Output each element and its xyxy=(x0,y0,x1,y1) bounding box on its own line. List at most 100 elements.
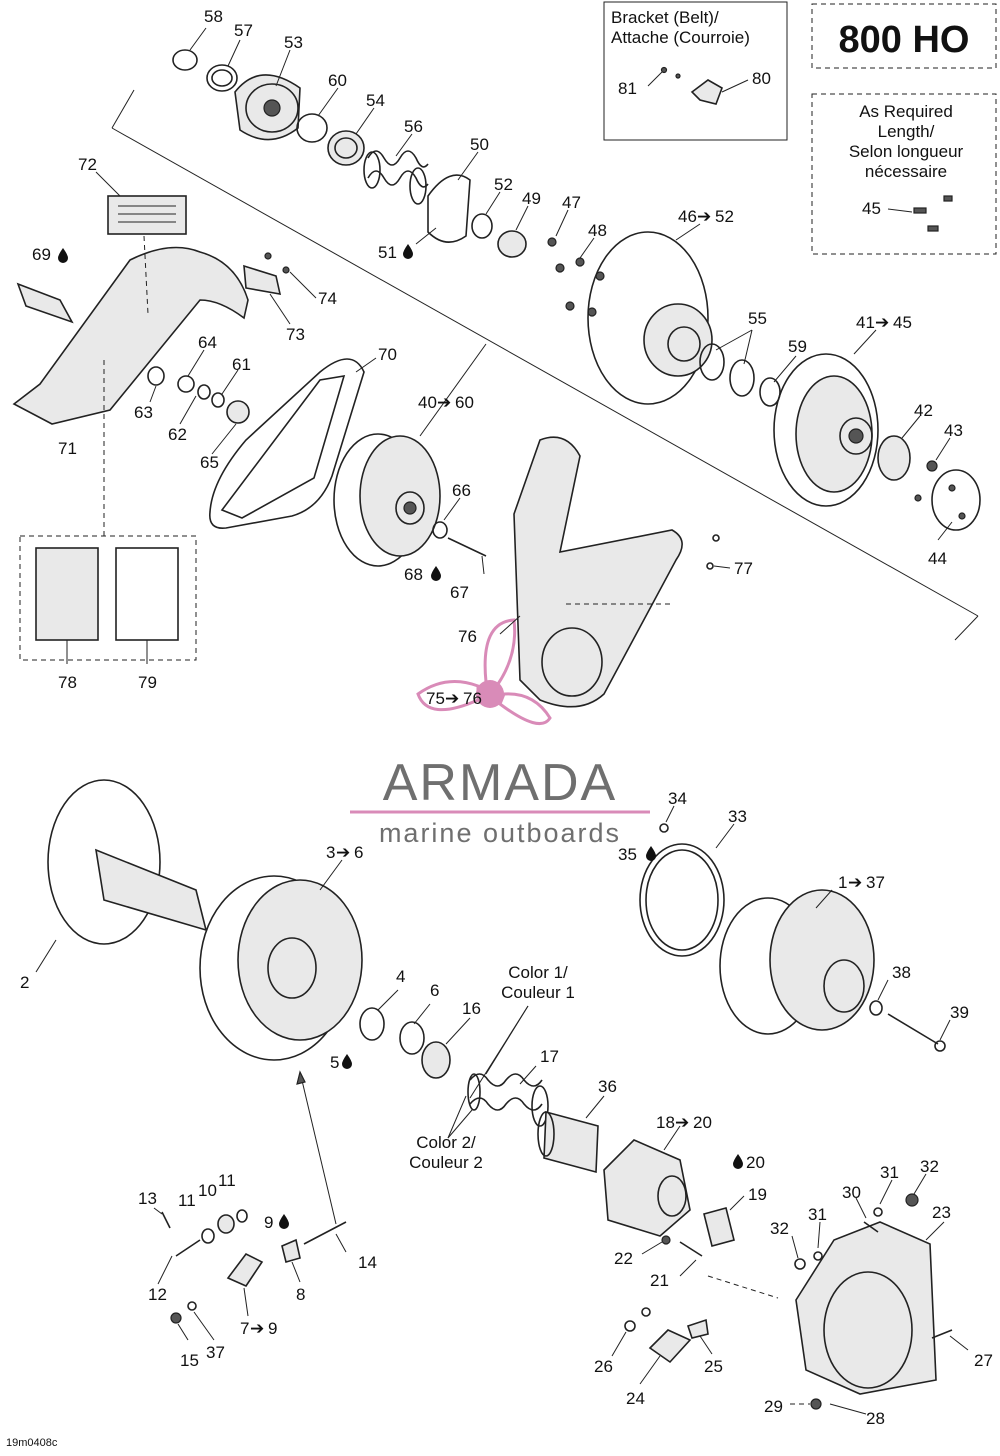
label-71: 71 xyxy=(58,439,77,458)
oil-drop-icon xyxy=(279,1214,289,1229)
label-53: 53 xyxy=(284,33,303,52)
part-44-plate xyxy=(914,469,981,531)
propeller-logo-icon xyxy=(416,618,552,726)
leader-lines xyxy=(35,27,969,1415)
part-21-22-fasteners xyxy=(661,1235,703,1257)
color1-line2: Couleur 1 xyxy=(501,983,575,1002)
part-60-o-ring xyxy=(296,113,328,143)
label-39: 39 xyxy=(950,1003,969,1022)
arrow-right-icon: ➔ xyxy=(250,1319,264,1338)
part-1-37-pulley xyxy=(719,889,875,1035)
part-41-45-driven-pulley xyxy=(773,353,879,507)
label-62: 62 xyxy=(168,425,187,444)
label-61: 61 xyxy=(232,355,251,374)
part-36-sleeve xyxy=(537,1110,599,1174)
label-47: 47 xyxy=(562,193,581,212)
oil-drop-icon xyxy=(403,244,413,259)
label-7-9-to: 9 xyxy=(268,1319,277,1338)
part-46-52-fixed-sheave xyxy=(587,231,713,405)
label-79: 79 xyxy=(138,673,157,692)
label-55: 55 xyxy=(748,309,767,328)
part-39-bolt xyxy=(887,1013,946,1052)
part-labels: 58 57 53 60 54 56 50 52 49 47 48 51 72 6… xyxy=(20,7,993,1428)
oil-drop-icon xyxy=(431,566,441,581)
oil-drop-icons xyxy=(58,244,743,1229)
label-11b: 11 xyxy=(218,1171,236,1190)
leader-80 xyxy=(721,79,749,93)
part-34-35-fasteners xyxy=(659,823,669,833)
part-42-ring xyxy=(877,435,911,481)
gearbox-dashed-link xyxy=(707,1275,779,1299)
part-2-fixed-half xyxy=(47,779,208,945)
part-81-rivet-b xyxy=(675,73,681,79)
part-71-belt-guard xyxy=(12,246,249,425)
label-18-20-from: 18 xyxy=(656,1113,675,1132)
label-42: 42 xyxy=(914,401,933,420)
part-43-nut xyxy=(926,460,938,472)
label-51: 51 xyxy=(378,243,397,262)
label-60: 60 xyxy=(328,71,347,90)
label-40-60: 40 ➔ 60 xyxy=(418,393,474,412)
label-15: 15 xyxy=(180,1351,199,1370)
label-1-37-from: 1 xyxy=(838,873,847,892)
label-81: 81 xyxy=(618,79,637,98)
color2-line2: Couleur 2 xyxy=(409,1153,483,1172)
part-79-decal xyxy=(115,547,179,641)
label-68: 68 xyxy=(404,565,423,584)
part-75-76-guard xyxy=(513,436,683,708)
label-28: 28 xyxy=(866,1409,885,1428)
label-40-60-from: 40 xyxy=(418,393,437,412)
label-29: 29 xyxy=(764,1397,783,1416)
label-69: 69 xyxy=(32,245,51,264)
arrow-head xyxy=(296,1070,306,1085)
part-23-housing xyxy=(795,1221,937,1395)
arrow-right-icon: ➔ xyxy=(675,1113,689,1132)
label-18-20-to: 20 xyxy=(693,1113,712,1132)
label-32a: 32 xyxy=(920,1157,939,1176)
part-45-screw-b xyxy=(927,225,939,232)
label-75-76-to: 76 xyxy=(463,689,482,708)
arrow-right-icon: ➔ xyxy=(437,393,451,412)
part-61-65-small-washers xyxy=(147,366,250,424)
label-33: 33 xyxy=(728,807,747,826)
upper-axis-end-b xyxy=(954,615,979,641)
part-24-26-bracket xyxy=(624,1307,709,1364)
part-74-fasteners xyxy=(264,252,290,274)
label-20: 20 xyxy=(746,1153,765,1172)
label-6: 6 xyxy=(430,981,439,1000)
part-78-decal xyxy=(35,547,99,641)
label-1-37: 1 ➔ 37 xyxy=(838,873,885,892)
label-25: 25 xyxy=(704,1357,723,1376)
label-46-52-from: 46 xyxy=(678,207,697,226)
label-80: 80 xyxy=(752,69,771,88)
label-3-6-from: 3 xyxy=(326,843,335,862)
label-36: 36 xyxy=(598,1077,617,1096)
label-18-20: 18 ➔ 20 xyxy=(656,1113,712,1132)
color2-line1: Color 2/ xyxy=(416,1133,476,1152)
label-30: 30 xyxy=(842,1183,861,1202)
armada-watermark: ARMADA marine outboards xyxy=(350,618,650,848)
label-75-76-from: 75 xyxy=(426,689,445,708)
label-35: 35 xyxy=(618,845,637,864)
part-45-screw xyxy=(913,207,927,214)
label-27: 27 xyxy=(974,1351,993,1370)
label-76: 76 xyxy=(458,627,477,646)
reference-code: 19m0408c xyxy=(6,1437,58,1449)
label-3-6-to: 6 xyxy=(354,843,363,862)
upper-assembly-axis xyxy=(111,127,979,617)
label-46-52: 46 ➔ 52 xyxy=(678,207,734,226)
part-57-ring xyxy=(206,64,238,92)
label-40-60-to: 60 xyxy=(455,393,474,412)
leader-arrow-to-movable-half xyxy=(299,1071,337,1225)
label-38: 38 xyxy=(892,963,911,982)
label-11a: 11 xyxy=(178,1191,196,1210)
as-required-line4: nécessaire xyxy=(865,162,947,181)
leader-81 xyxy=(647,71,663,87)
label-31b: 31 xyxy=(808,1205,827,1224)
label-70: 70 xyxy=(378,345,397,364)
label-41-45-from: 41 xyxy=(856,313,875,332)
part-58-washer xyxy=(172,49,198,71)
part-7-9-roller-assy xyxy=(170,1209,301,1324)
